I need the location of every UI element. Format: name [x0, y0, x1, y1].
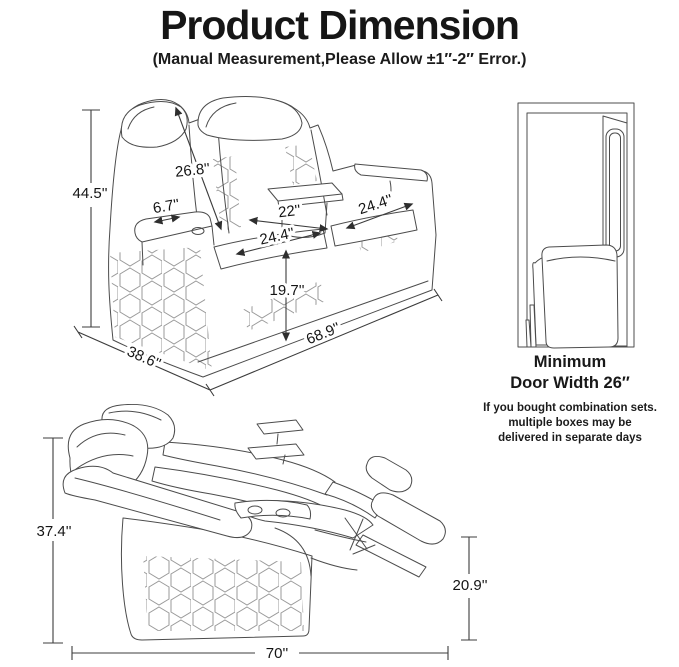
door-caption-line2: Door Width 26″	[510, 374, 630, 392]
dim-footrest-height: 20.9''	[453, 577, 488, 594]
dim-seat-front-height: 19.7''	[270, 282, 305, 299]
door-caption-line1: Minimum	[533, 353, 607, 371]
dim-reclined-length: 70''	[266, 645, 289, 662]
reclined-sofa-diagram: 37.4'' 20.9'' 70''	[34, 404, 491, 665]
dim-reclined-height: 37.4''	[37, 523, 72, 540]
dim-seat-width: 22''	[277, 202, 301, 222]
doorway-illustration	[517, 102, 635, 349]
page-subtitle: (Manual Measurement,Please Allow ±1″-2″ …	[152, 51, 527, 68]
reclined-sofa-illustration	[62, 404, 446, 641]
upright-sofa-diagram: 44.5'' 26.8'' 6.7'' 22'' 24.4'' 24.4'' 1…	[70, 96, 443, 397]
recliner-in-door	[541, 244, 619, 349]
door-caption: Minimum Door Width 26″	[492, 352, 648, 394]
combination-note: If you bought combination sets. multiple…	[480, 401, 660, 446]
reclined-dimensions: 37.4'' 20.9'' 70''	[34, 437, 491, 665]
dim-overall-height: 44.5''	[73, 185, 108, 202]
page-title: Product Dimension	[160, 2, 520, 48]
page-header: Product Dimension (Manual Measurement,Pl…	[0, 2, 679, 69]
note-line1: If you bought combination sets.	[483, 402, 657, 414]
doorway-diagram	[517, 102, 635, 349]
note-line3: delivered in separate days	[498, 432, 642, 444]
note-line2: multiple boxes may be	[508, 417, 632, 429]
